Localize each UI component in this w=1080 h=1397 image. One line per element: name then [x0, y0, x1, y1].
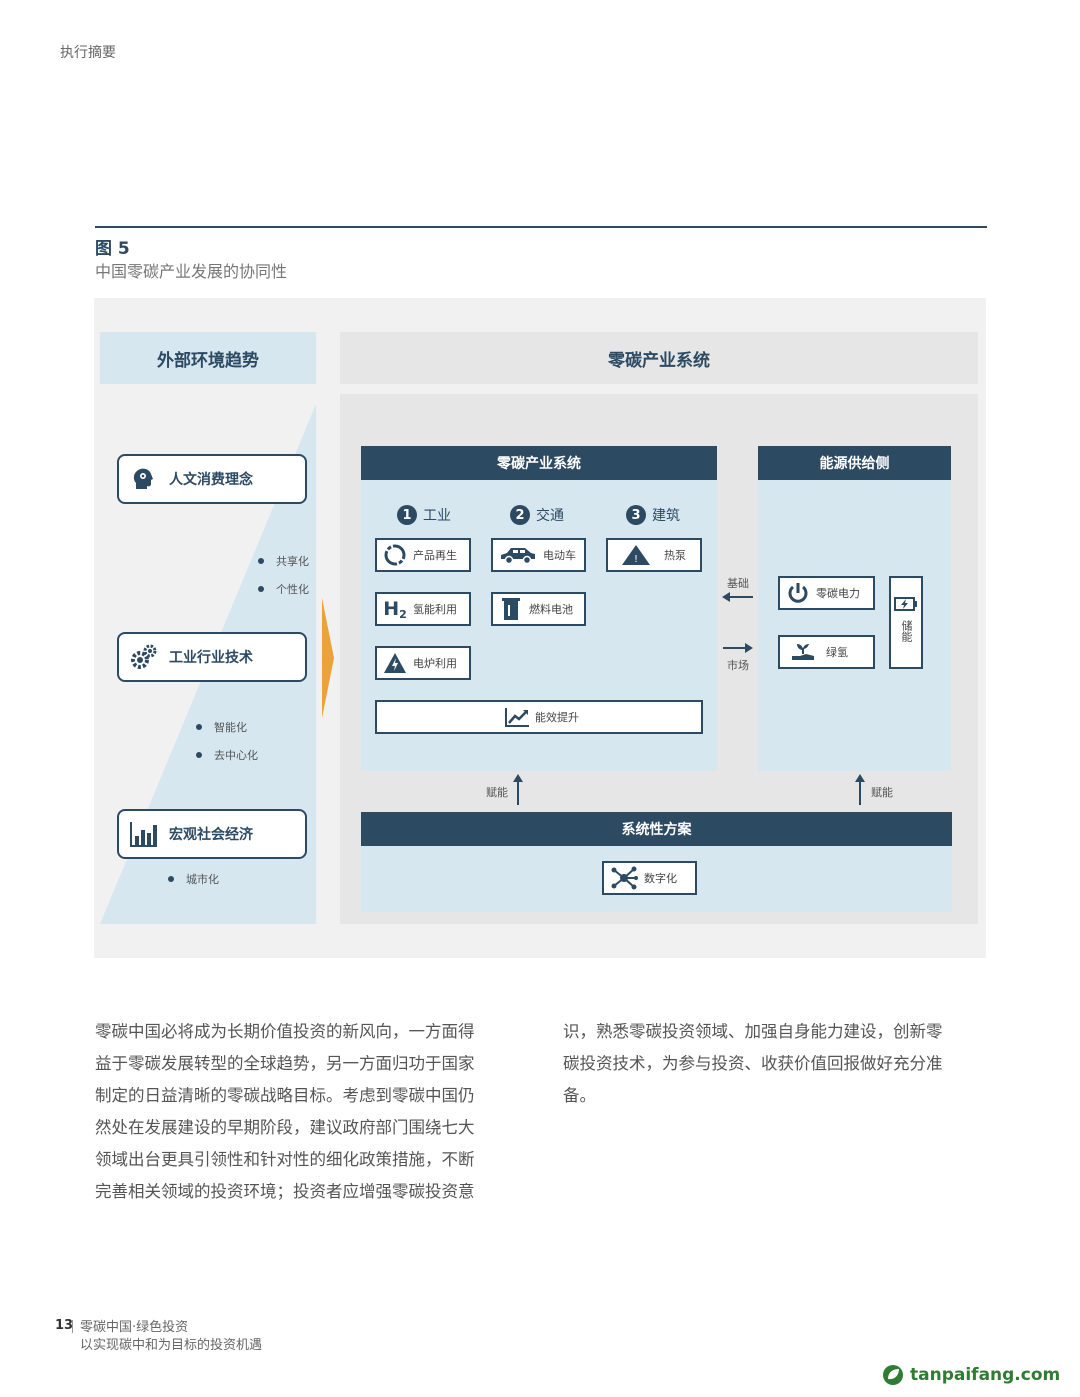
external-trends-header: 外部环境趋势: [100, 332, 316, 384]
trend-industry-tech: 工业行业技术: [117, 632, 307, 682]
number-badge: 1: [397, 505, 417, 525]
item-green-hydrogen: 绿氢: [778, 635, 875, 669]
arrow-right-icon: [723, 643, 753, 653]
trend-macro-economy: 宏观社会经济: [117, 809, 307, 859]
category-building: 3 建筑: [626, 505, 680, 525]
body-line: 碳投资技术，为参与投资、收获价值回报做好充分准: [563, 1054, 943, 1073]
number-badge: 2: [510, 505, 530, 525]
item-label: 氢能利用: [413, 603, 457, 616]
power-icon: [780, 581, 816, 605]
car-icon: [493, 545, 543, 565]
arrow-label-base: 基础: [727, 577, 749, 590]
footer-publication-subtitle: 以实现碳中和为目标的投资机遇: [80, 1338, 263, 1353]
item-label: 燃料电池: [529, 603, 573, 616]
item-label: 热泵: [664, 549, 686, 562]
item-energy-efficiency: 能效提升: [375, 700, 703, 734]
body-line: 制定的日益清晰的零碳战略目标。考虑到零碳中国仍: [95, 1086, 475, 1105]
plant-hand-icon: [780, 642, 826, 662]
item-label: 电炉利用: [413, 657, 457, 670]
zero-carbon-system-header: 零碳产业系统: [340, 332, 978, 384]
figure-title: 中国零碳产业发展的协同性: [95, 262, 288, 281]
arrow-up-icon: [513, 774, 523, 805]
figure-rule: [95, 226, 987, 228]
bar-chart-icon: [119, 820, 169, 848]
item-product-recycle: 产品再生: [375, 538, 471, 572]
arrow-up-icon: [855, 774, 865, 805]
trend-up-icon: [499, 707, 535, 727]
trend-wedge: [100, 404, 334, 924]
item-label: 绿氢: [826, 646, 848, 659]
lightning-triangle-icon: [377, 652, 413, 674]
trend-bullet: 共享化: [258, 553, 309, 569]
item-electric-furnace: 电炉利用: [375, 646, 471, 680]
body-line: 益于零碳发展转型的全球趋势，另一方面归功于国家: [95, 1054, 475, 1073]
arrow-left-icon: [722, 592, 753, 602]
item-digitalization: 数字化: [602, 861, 697, 895]
trend-bullet: 个性化: [258, 581, 309, 597]
body-column-2: 识，熟悉零碳投资领域、加强自身能力建设，创新零 碳投资技术，为参与投资、收获价值…: [563, 1016, 983, 1112]
figure-label: 图 5: [95, 239, 130, 259]
body-line: 识，熟悉零碳投资领域、加强自身能力建设，创新零: [563, 1022, 943, 1041]
page-number: 13: [55, 1318, 74, 1333]
category-label: 工业: [423, 508, 451, 524]
number-badge: 3: [626, 505, 646, 525]
trend-consumer-concept: 人文消费理念: [117, 454, 307, 504]
systemic-solution-header: 系统性方案: [361, 812, 952, 846]
gears-icon: [119, 642, 169, 672]
footer-publication-title: 零碳中国·绿色投资: [80, 1320, 189, 1335]
trend-label: 工业行业技术: [169, 650, 253, 666]
item-zero-carbon-power: 零碳电力: [778, 576, 875, 610]
footer-separator: [72, 1320, 73, 1333]
item-heat-pump: ! 热泵: [606, 538, 702, 572]
page-header: 执行摘要: [60, 45, 116, 61]
item-label: 储能: [900, 620, 913, 642]
item-label: 零碳电力: [816, 587, 860, 600]
network-icon: [604, 865, 644, 891]
leaf-logo-icon: [882, 1364, 904, 1386]
watermark: tanpaifang.com: [882, 1364, 1060, 1386]
item-label: 产品再生: [413, 549, 457, 562]
body-line: 然处在发展建设的早期阶段，建议政府部门围绕七大: [95, 1118, 475, 1137]
item-label: 数字化: [644, 872, 677, 885]
trend-label: 宏观社会经济: [169, 827, 253, 843]
body-column-1: 零碳中国必将成为长期价值投资的新风向，一方面得 益于零碳发展转型的全球趋势，另一…: [95, 1016, 515, 1208]
category-label: 交通: [536, 508, 564, 524]
fuel-cell-icon: [493, 597, 529, 621]
svg-text:!: !: [634, 554, 638, 565]
item-label: 电动车: [543, 549, 576, 562]
category-label: 建筑: [652, 508, 680, 524]
watermark-text: tanpaifang.com: [910, 1365, 1061, 1385]
arrow-label-enable-right: 赋能: [871, 786, 893, 799]
category-industry: 1 工业: [397, 505, 451, 525]
industry-block-header: 零碳产业系统: [361, 446, 717, 480]
body-line: 零碳中国必将成为长期价值投资的新风向，一方面得: [95, 1022, 475, 1041]
category-transport: 2 交通: [510, 505, 564, 525]
arrow-label-enable-left: 赋能: [486, 786, 508, 799]
item-energy-storage: 储能: [889, 576, 923, 669]
item-electric-vehicle: 电动车: [491, 538, 586, 572]
trend-bullet: 智能化: [196, 719, 247, 735]
trend-bullet: 城市化: [168, 871, 219, 887]
heat-pump-icon: !: [608, 544, 664, 566]
trend-label: 人文消费理念: [169, 472, 253, 488]
body-line: 完善相关领域的投资环境；投资者应增强零碳投资意: [95, 1182, 475, 1201]
arrow-label-market: 市场: [727, 659, 749, 672]
head-gear-icon: [119, 465, 169, 493]
body-line: 备。: [563, 1086, 596, 1105]
trend-bullet: 去中心化: [196, 747, 258, 763]
item-label: 能效提升: [535, 711, 579, 724]
recycle-icon: [377, 543, 413, 567]
body-line: 领域出台更具引领性和针对性的细化政策措施，不断: [95, 1150, 475, 1169]
energy-supply-header: 能源供给侧: [758, 446, 951, 480]
battery-icon: [894, 596, 918, 616]
item-fuel-cell: 燃料电池: [491, 592, 586, 626]
